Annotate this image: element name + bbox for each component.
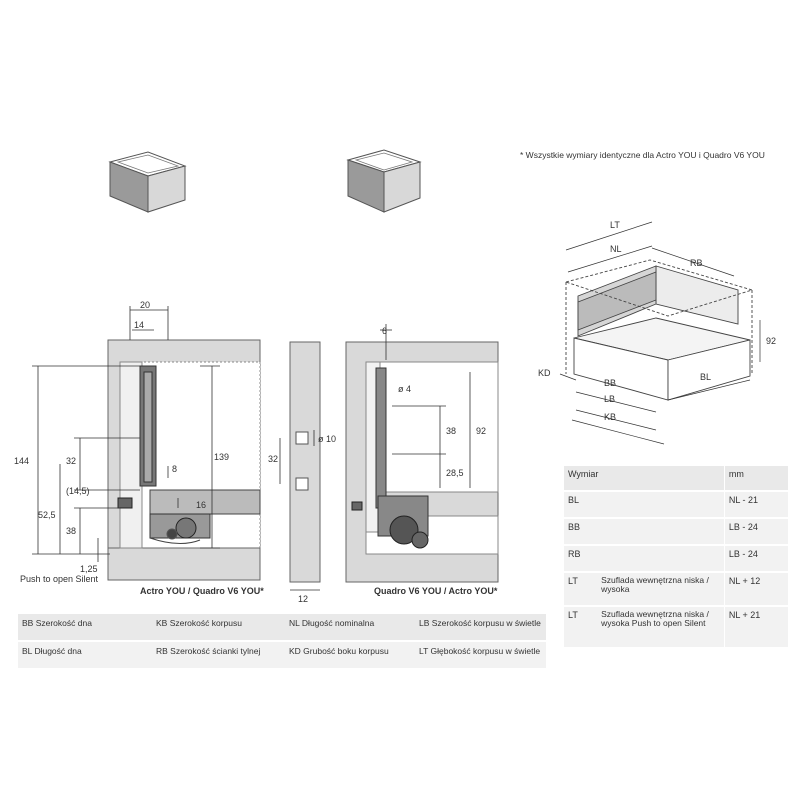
dim-1-25: 1,25 [80,564,98,574]
label-kd: KD [538,368,551,378]
legend-row: BL Długość dna RB Szerokość ścianki tyln… [18,642,546,668]
row-key: LT [564,605,598,647]
table-row: RB LB - 24 [564,544,788,572]
abbreviation-legend: BB Szerokość dna KB Szerokość korpusu NL… [18,614,546,670]
dim-8: 8 [172,464,177,474]
label-kb: KB [604,412,616,422]
label-bb: BB [604,378,616,388]
dim-6: 6 [382,326,387,336]
dim-92-right: 92 [476,426,486,436]
dim-38-right: 38 [446,426,456,436]
legend-bb: BB Szerokość dna [22,618,92,628]
label-lt: LT [610,220,620,230]
right-diagram-title: Quadro V6 YOU / Actro YOU* [374,586,498,596]
header-mm: mm [723,466,788,491]
identical-note: * Wszystkie wymiary identyczne dla Actro… [520,150,765,160]
header-wymiar: Wymiar [564,466,725,491]
table-row: BB LB - 24 [564,517,788,545]
dim-16: 16 [196,500,206,510]
dim-144: 144 [14,456,29,466]
row-desc: Szuflada wewnętrzna niska / wysoka Push … [597,605,725,647]
dim-139: 139 [214,452,229,462]
row-value: NL - 21 [723,490,788,518]
legend-lb: LB Szerokość korpusu w świetle [419,618,541,628]
legend-kb: KB Szerokość korpusu [156,618,242,628]
row-key: LT [564,571,598,606]
table-row: LT Szuflada wewnętrzna niska / wysoka NL… [564,571,788,606]
table-row: BL NL - 21 [564,490,788,518]
label-lb: LB [604,394,615,404]
row-desc [597,490,725,518]
dim-14: 14 [134,320,144,330]
legend-kd: KD Grubość boku korpusu [289,646,389,656]
table-header: Wymiar mm [564,466,788,491]
dim-12: 12 [298,594,308,604]
row-desc: Szuflada wewnętrzna niska / wysoka [597,571,725,606]
label-rb: RB [690,258,703,268]
row-value: NL + 12 [723,571,788,606]
row-value: LB - 24 [723,517,788,545]
dim-phi-4: ø 4 [398,384,411,394]
dim-phi-10: ø 10 [318,434,336,444]
legend-lt: LT Głębokość korpusu w świetle [419,646,541,656]
dim-32-side: 32 [268,454,278,464]
dim-32-left: 32 [66,456,76,466]
dim-28-5: 28,5 [446,468,464,478]
legend-rb: RB Szerokość ścianki tylnej [156,646,261,656]
left-diagram-title: Actro YOU / Quadro V6 YOU* [140,586,264,596]
legend-row: BB Szerokość dna KB Szerokość korpusu NL… [18,614,546,640]
row-desc [597,517,725,545]
label-bl: BL [700,372,711,382]
row-key: BB [564,517,598,545]
dim-52-5: 52,5 [38,510,56,520]
drawer-icon-high [346,149,422,213]
label-nl: NL [610,244,622,254]
dim-14-5: (14,5) [66,486,90,496]
push-to-open-label: Push to open Silent [20,574,99,584]
legend-nl: NL Długość nominalna [289,618,375,628]
row-desc [597,544,725,572]
row-value: NL + 21 [723,605,788,647]
label-92: 92 [766,336,776,346]
row-key: BL [564,490,598,518]
legend-bl: BL Długość dna [22,646,82,656]
row-value: LB - 24 [723,544,788,572]
dimension-table: Wymiar mm BL NL - 21 BB LB - 24 RB LB - … [564,466,788,647]
drawer-icon-low [108,151,187,213]
row-key: RB [564,544,598,572]
table-row: LT Szuflada wewnętrzna niska / wysoka Pu… [564,605,788,647]
dim-20: 20 [140,300,150,310]
dim-38-left: 38 [66,526,76,536]
